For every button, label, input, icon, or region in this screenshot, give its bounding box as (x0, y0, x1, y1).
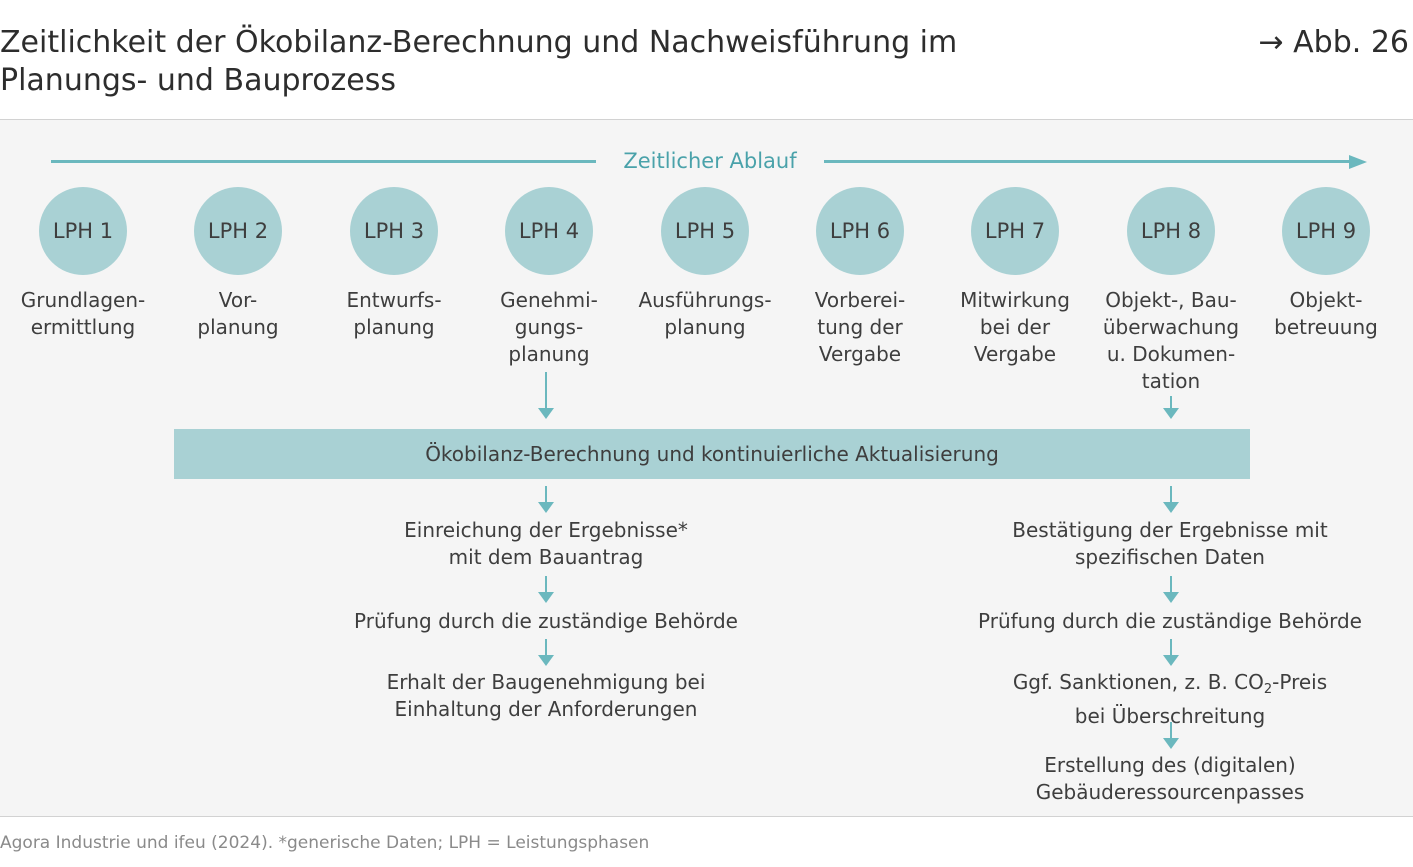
arrow-down-icon (1163, 576, 1179, 603)
phase-label: Grundlagen- ermittlung (20, 288, 146, 339)
timeline-arrowhead (1349, 154, 1367, 169)
arrow-down-icon (1163, 639, 1179, 666)
phase-lph-8: LPH 8 Objekt-, Bau- überwachung u. Dokum… (1086, 187, 1256, 395)
arrow-down-icon (538, 486, 554, 513)
phase-lph-2: LPH 2 Vor- planung (153, 187, 323, 341)
phase-label: Ausführungs- planung (638, 288, 772, 339)
right-step-resource-passport: Erstellung des (digitalen) Gebäuderessou… (1035, 753, 1305, 804)
phase-lph-4: LPH 4 Genehmi- gungs- planung (464, 187, 634, 368)
lca-calculation-band: Ökobilanz-Berechnung und kontinuierliche… (174, 429, 1250, 479)
phase-label: Vorberei- tung der Vergabe (814, 288, 906, 366)
figure-reference: → Abb. 26 (1258, 25, 1409, 60)
right-step-sanctions: Ggf. Sanktionen, z. B. CO2-Preis bei Übe… (970, 669, 1370, 730)
phase-lph-3: LPH 3 Entwurfs- planung (309, 187, 479, 341)
phase-lph-6: LPH 6 Vorberei- tung der Vergabe (775, 187, 945, 368)
figure-title: Zeitlichkeit der Ökobilanz-Berechnung un… (0, 25, 958, 98)
right-step-confirmation: Bestätigung der Ergebnisse mit spezifisc… (1012, 518, 1328, 569)
phase-label: Entwurfs- planung (346, 288, 442, 339)
arrow-down-icon (1163, 486, 1179, 513)
arrow-down-icon (538, 576, 554, 603)
header: Zeitlichkeit der Ökobilanz-Berechnung un… (0, 0, 1413, 119)
phase-lph-7: LPH 7 Mitwirkung bei der Vergabe (930, 187, 1100, 368)
source-note: Agora Industrie und ifeu (2024). *generi… (0, 833, 650, 853)
arrow-down-icon (538, 372, 554, 419)
right-step-review: Prüfung durch die zuständige Behörde (978, 609, 1362, 633)
timeline-line-right (824, 160, 1350, 163)
phase-label: Genehmi- gungs- planung (500, 288, 598, 366)
phase-label: Vor- planung (197, 288, 279, 339)
phase-circle: LPH 9 (1282, 187, 1370, 275)
arrow-down-icon (538, 639, 554, 666)
phase-circle: LPH 6 (816, 187, 904, 275)
phase-label: Objekt-, Bau- überwachung u. Dokumen- ta… (1102, 288, 1240, 393)
timeline-line-left (51, 160, 596, 163)
timeline-label: Zeitlicher Ablauf (623, 149, 797, 173)
sanctions-text: Ggf. Sanktionen, z. B. CO (1012, 670, 1264, 694)
phase-circle: LPH 3 (350, 187, 438, 275)
phase-lph-5: LPH 5 Ausführungs- planung (620, 187, 790, 341)
phase-circle: LPH 1 (39, 187, 127, 275)
arrow-down-icon (1163, 396, 1179, 419)
phase-circle: LPH 8 (1127, 187, 1215, 275)
sanctions-text-suffix: -Preis bei Überschreitung (1074, 670, 1328, 728)
left-step-permit: Erhalt der Baugenehmigung bei Einhaltung… (386, 670, 706, 721)
phase-circle: LPH 2 (194, 187, 282, 275)
arrow-down-icon (1163, 722, 1179, 749)
phase-lph-1: LPH 1 Grundlagen- ermittlung (0, 187, 168, 341)
phase-circle: LPH 7 (971, 187, 1059, 275)
phase-lph-9: LPH 9 Objekt- betreuung (1241, 187, 1411, 341)
phase-label: Mitwirkung bei der Vergabe (960, 288, 1070, 366)
phase-circle: LPH 4 (505, 187, 593, 275)
phase-label: Objekt- betreuung (1274, 288, 1378, 339)
co2-subscript: 2 (1263, 682, 1273, 697)
left-step-review: Prüfung durch die zuständige Behörde (354, 609, 738, 633)
phase-circle: LPH 5 (661, 187, 749, 275)
left-step-submission: Einreichung der Ergebnisse* mit dem Baua… (404, 518, 688, 569)
